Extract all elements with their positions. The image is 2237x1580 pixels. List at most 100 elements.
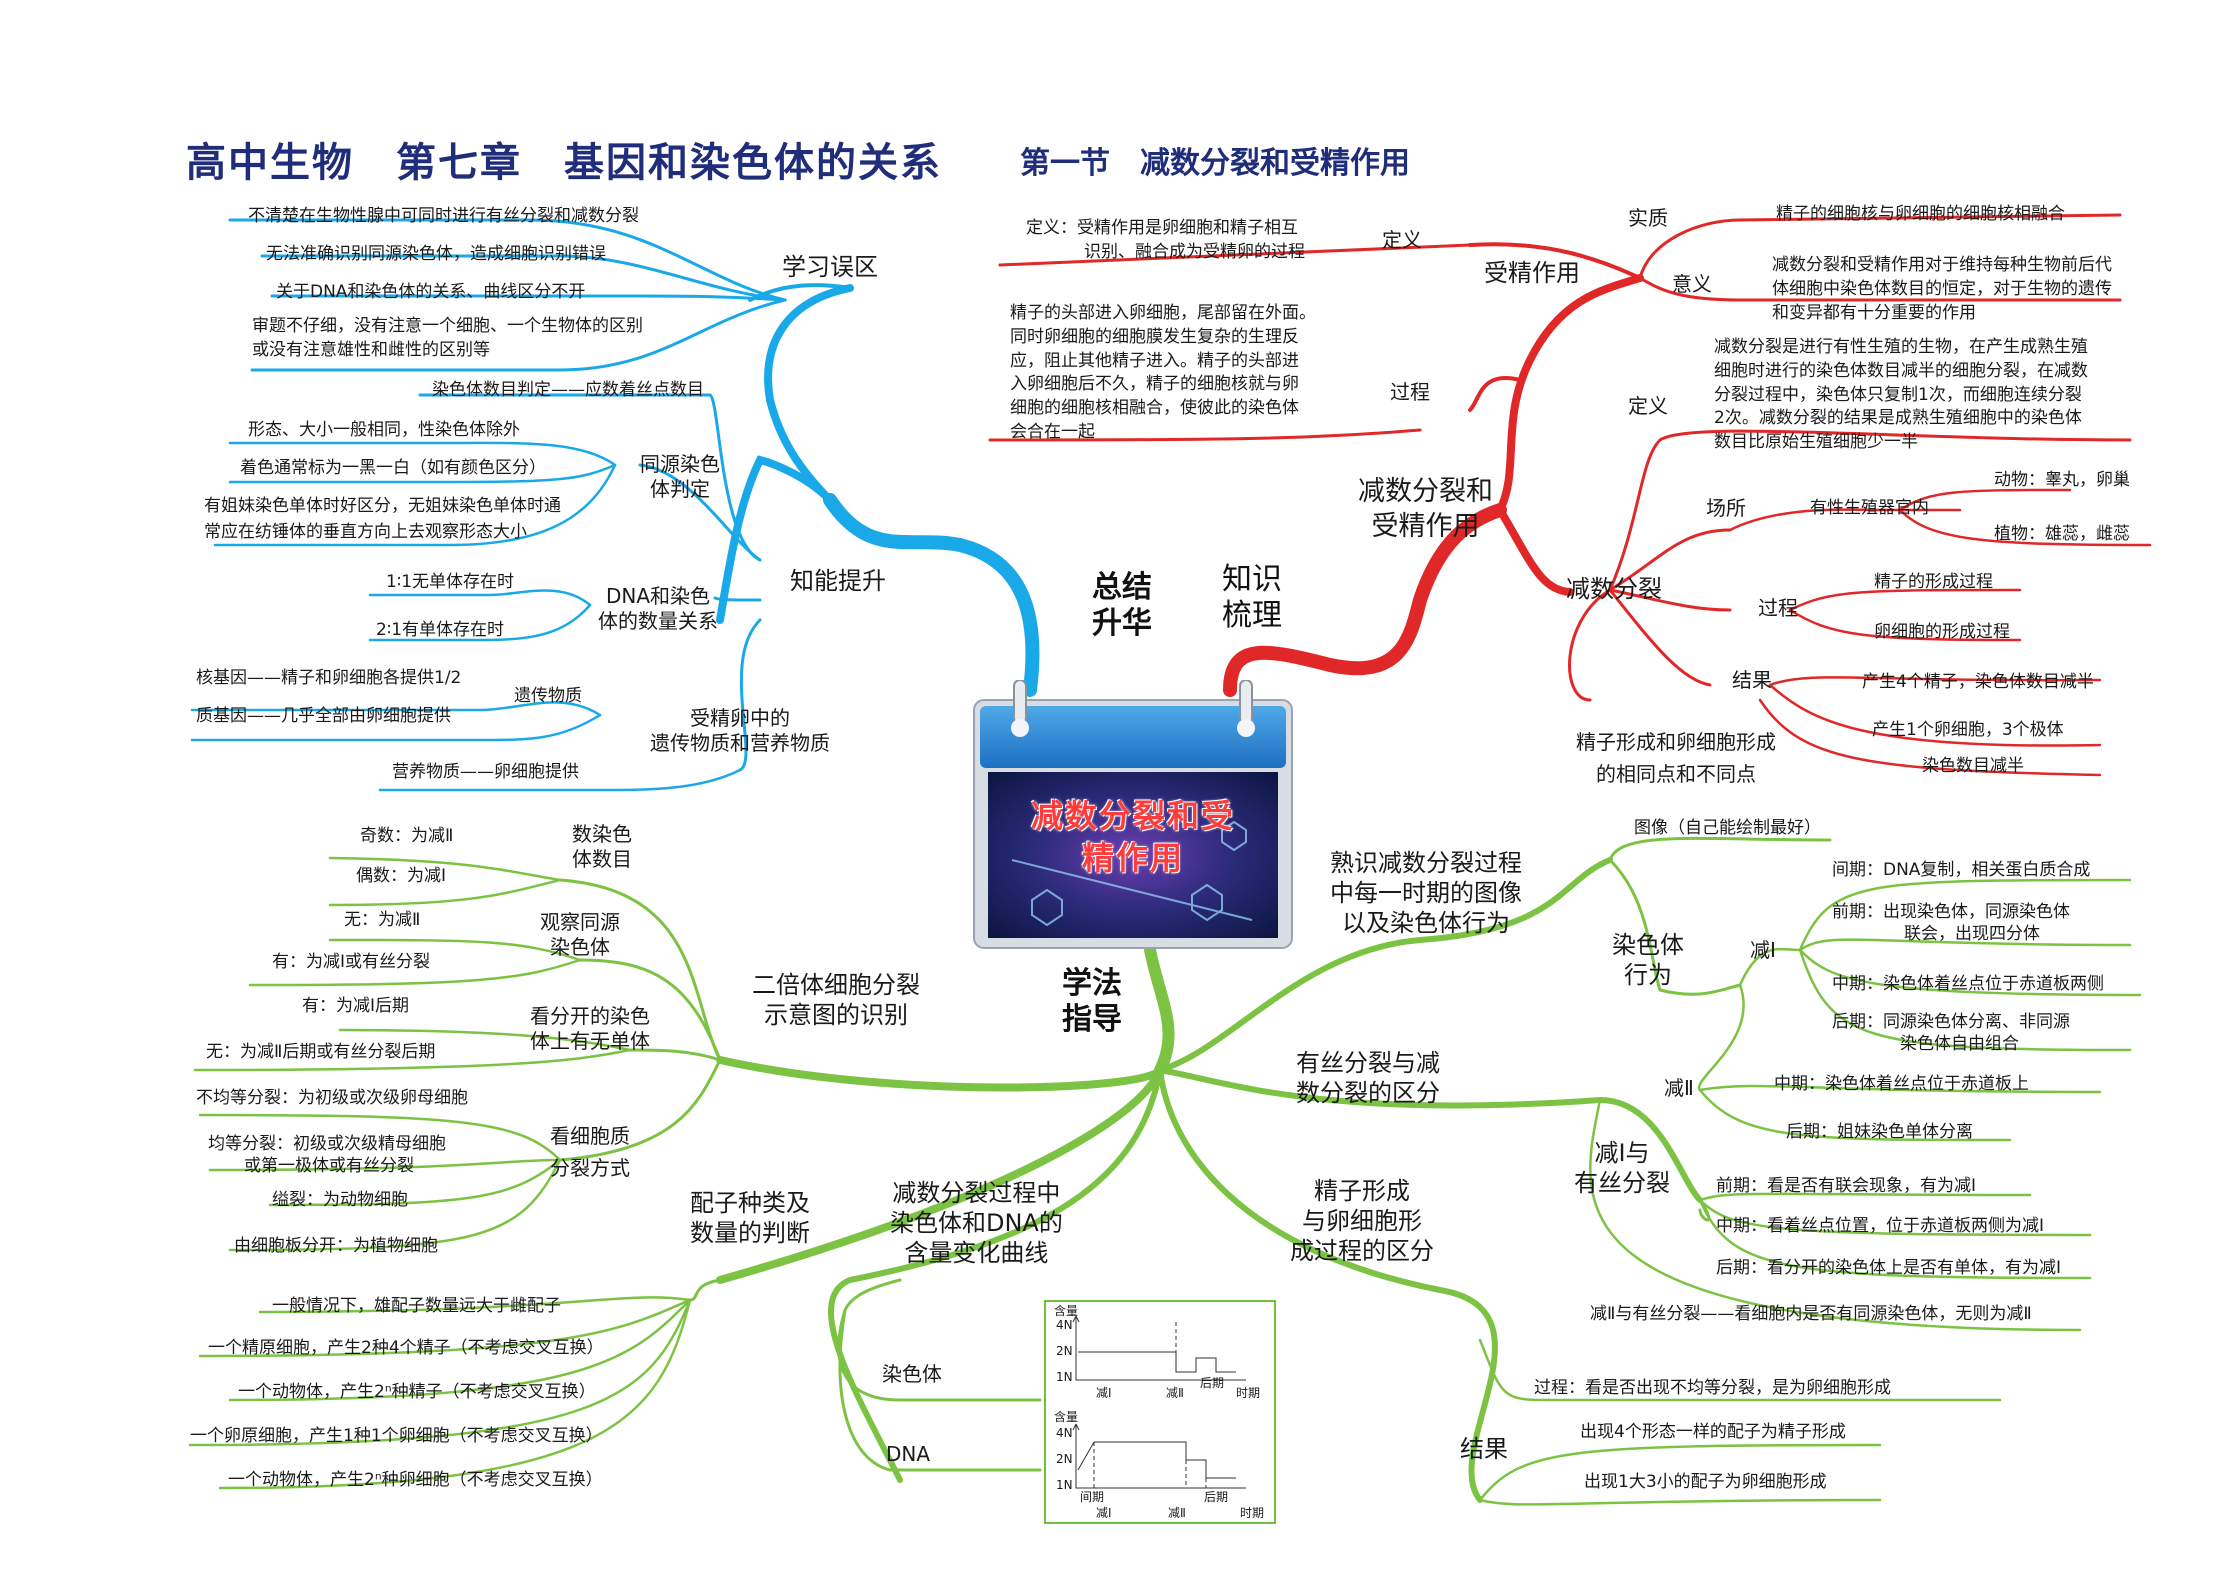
curve-dna: DNA [886,1442,931,1466]
fert-process-label: 过程 [1390,380,1430,404]
diploid-division-item: 缢裂：为动物细胞 [272,1190,408,1210]
homolog-item: 常应在纺锤体的垂直方向上去观察形态大小 [204,522,527,542]
behavior-image: 图像（自己能绘制最好） [1634,818,1821,838]
meiosis-proc-item: 精子的形成过程 [1874,572,1993,592]
gamete-item: 一个精原细胞，产生2种4个精子（不考虑交叉互换） [208,1338,604,1358]
error-item: 审题不仔细，没有注意一个细胞、一个生物体的区别 [252,316,643,336]
meiosis-result-item: 染色数目减半 [1922,756,2024,776]
error-item: 关于DNA和染色体的关系、曲线区分不开 [276,282,586,302]
dna-item: 2∶1有单体存在时 [376,620,505,640]
form-result: 结果 [1460,1435,1508,1463]
form-result-item: 出现4个形态一样的配子为精子形成 [1580,1422,1846,1442]
branch-label-summary: 总结升华 [1092,570,1152,641]
diploid-division-item: 由细胞板分开：为植物细胞 [234,1236,438,1256]
meiosis-proc-label: 过程 [1758,596,1798,620]
gamete-item: 一般情况下，雄配子数量远大于雌配子 [272,1296,561,1316]
diploid-count-item: 奇数：为减Ⅱ [360,826,454,846]
blue-to-errors [764,284,854,504]
chart-xtick: 后期 [1204,1490,1229,1504]
meiosis-site-plant: 植物：雄蕊，雌蕊 [1994,524,2130,544]
error-item: 无法准确识别同源染色体，造成细胞识别错误 [266,244,606,264]
meiosis-def-label: 定义 [1628,394,1668,418]
node-meiosis-fert: 减数分裂和受精作用 [1358,476,1493,543]
red-trunk [1223,503,1507,697]
ability-count: 染色体数目判定——应数着丝点数目 [432,380,704,400]
chart-xtick: 时期 [1240,1506,1265,1520]
meiosis-def-text: 减数分裂是进行有性生殖的生物，在产生成熟生殖细胞时进行的染色体数目减半的细胞分裂… [1714,337,2088,453]
meiosis-compare: 精子形成和卵细胞形成的相同点和不同点 [1576,730,1776,786]
center-card-title: 减数分裂和受精作用 [1030,797,1235,877]
node-behavior: 熟识减数分裂过程中每一时期的图像以及染色体行为 [1330,849,1522,937]
node-meiosis: 减数分裂 [1566,575,1662,603]
page-title: 高中生物 第七章 基因和染色体的关系 [186,140,942,186]
homolog-item: 着色通常标为一黑一白（如有颜色区分） [240,458,546,478]
node-gamete: 配子种类及数量的判断 [690,1189,810,1247]
zygote-item: 核基因——精子和卵细胞各提供1/2 [196,668,462,688]
node-ability: 知能提升 [790,567,886,595]
gamete-item: 一个动物体，产生2ⁿ种卵细胞（不考虑交叉互换） [228,1470,603,1490]
mitosis-m2: 减Ⅱ与有丝分裂——看细胞内是否有同源染色体，无则为减Ⅱ [1590,1304,2032,1324]
behavior-m1-item: 前期：出现染色体，同源染色体 [1832,902,2070,922]
behavior-m1: 减Ⅰ [1750,938,1776,962]
blue-to-ability [716,455,834,624]
blue-trunk [823,493,1040,697]
meiosis-site-organ: 有性生殖器官内 [1810,498,1929,518]
behavior-m1-item: 染色体自由组合 [1900,1034,2019,1054]
chart-ytick: 2N [1056,1344,1073,1358]
zygote-item: 质基因——几乎全部由卵细胞提供 [196,706,451,726]
homolog-item: 形态、大小一般相同，性染色体除外 [248,420,520,440]
node-fertilization: 受精作用 [1484,259,1580,287]
behavior-m1-item: 后期：同源染色体分离、非同源 [1832,1012,2070,1032]
node-curve: 减数分裂过程中染色体和DNA的含量变化曲线 [890,1179,1063,1267]
node-formation: 精子形成与卵细胞形成过程的区分 [1290,1177,1434,1265]
fert-essence-label: 实质 [1628,206,1668,230]
form-process: 过程：看是否出现不均等分裂，是为卵细胞形成 [1534,1378,1891,1398]
node-zygote: 受精卵中的遗传物质和营养物质 [650,706,830,755]
diploid-division: 看细胞质分裂方式 [550,1124,630,1180]
chart-ytick: 2N [1056,1452,1073,1466]
fert-essence-text: 精子的细胞核与卵细胞的细胞核相融合 [1776,204,2065,224]
content-curve-chart: 含量 4N 2N 1N 减Ⅰ 减Ⅱ 后期 时期 含量 4N 2N 1N 间期 减… [1044,1300,1276,1524]
page-subtitle: 第一节 减数分裂和受精作用 [1020,146,1410,181]
meiosis-result-item: 产生4个精子，染色体数目减半 [1862,672,2094,692]
meiosis-proc-item: 卵细胞的形成过程 [1874,622,2010,642]
meiosis-result-label: 结果 [1732,668,1772,692]
branch-label-method: 学法指导 [1062,966,1122,1037]
meiosis-result-item: 产生1个卵细胞，3个极体 [1872,720,2064,740]
chart-xtick: 减Ⅰ [1096,1506,1112,1520]
meiosis-site-animal: 动物：睾丸，卵巢 [1994,470,2130,490]
zygote-genetic: 遗传物质 [514,686,582,706]
diploid-division-item: 均等分裂：初级或次级精母细胞 [208,1134,446,1154]
chart-xtick: 减Ⅱ [1168,1506,1186,1520]
dna-item: 1∶1无单体存在时 [386,572,515,592]
fert-def-text: 定义：受精作用是卵细胞和精子相互 [1026,218,1298,238]
fert-meaning-text: 减数分裂和受精作用对于维持每种生物前后代体细胞中染色体数目的恒定，对于生物的遗传… [1772,255,2112,323]
diploid-chromatid: 看分开的染色体上有无单体 [530,1004,650,1053]
node-dna-relation: DNA和染色体的数量关系 [598,584,718,633]
node-mitosis: 有丝分裂与减数分裂的区分 [1296,1049,1440,1107]
gamete-item: 一个动物体，产生2ⁿ种精子（不考虑交叉互换） [238,1382,596,1402]
chart-ylabel: 含量 [1054,1410,1079,1424]
behavior-m1-item: 联会，出现四分体 [1904,924,2040,944]
behavior-m2-item: 后期：姐妹染色单体分离 [1786,1122,1973,1142]
chart-ytick: 1N [1056,1478,1073,1492]
chart-ylabel: 含量 [1054,1304,1079,1318]
node-diploid: 二倍体细胞分裂示意图的识别 [752,971,920,1029]
zygote-nutrient: 营养物质——卵细胞提供 [392,762,579,782]
diploid-division-item: 或第一极体或有丝分裂 [244,1156,414,1176]
calendar-icon [973,679,1293,949]
diploid-chromatid-item: 有：为减Ⅰ后期 [302,996,410,1016]
diploid-count-item: 偶数：为减Ⅰ [356,866,447,886]
green-trunk [1144,944,1175,1076]
center-card: 减数分裂和受精作用 [972,679,1294,950]
mitosis-m1: 减Ⅰ与有丝分裂 [1574,1139,1670,1197]
diploid-count: 数染色体数目 [572,822,632,871]
chart-xtick: 间期 [1080,1490,1105,1504]
branch-label-knowledge: 知识梳理 [1222,562,1282,633]
meiosis-site-label: 场所 [1706,496,1746,520]
diploid-chromatid-item: 无：为减Ⅱ后期或有丝分裂后期 [206,1042,436,1062]
error-item: 或没有注意雄性和雌性的区别等 [252,340,490,360]
fert-meaning-label: 意义 [1672,272,1712,296]
